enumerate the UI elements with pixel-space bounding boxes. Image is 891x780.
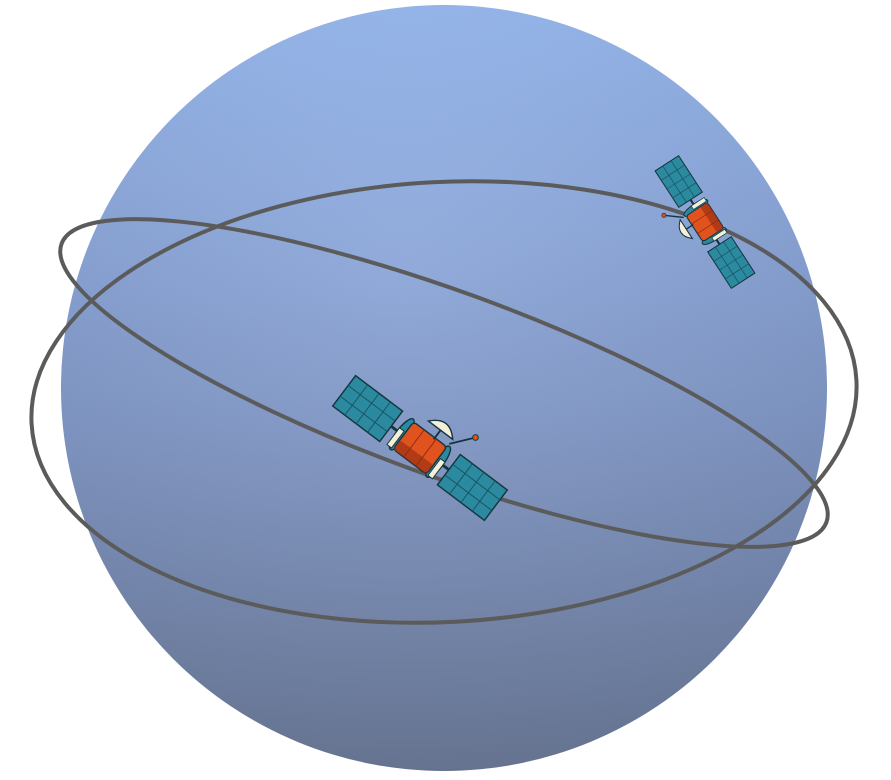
globe [61, 5, 827, 771]
orbit-equatorial [29, 179, 859, 625]
orbit-paths [29, 179, 859, 625]
orbit-inclined [58, 217, 830, 549]
